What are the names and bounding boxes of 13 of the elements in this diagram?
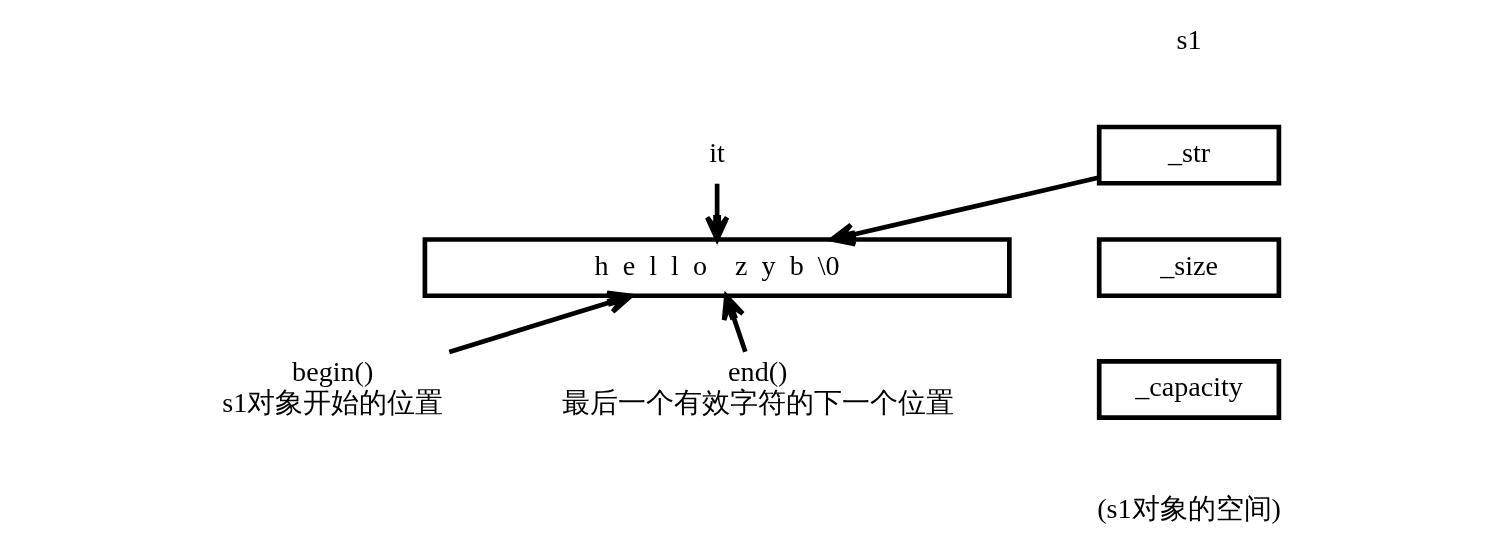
label: (s1对象的空间) — [1096, 493, 1281, 525]
arrow — [448, 290, 633, 355]
node-box: _str — [1096, 124, 1281, 186]
arrow — [704, 183, 729, 242]
arrow — [721, 293, 748, 353]
node-box: _capacity — [1096, 359, 1281, 420]
label: s1 — [1176, 24, 1202, 56]
node-box: _size — [1096, 237, 1281, 299]
arrow — [828, 175, 1100, 247]
node-text: end() 最后一个有效字符的下一个位置 — [561, 355, 954, 419]
node-text: begin() s1对象开始的位置 — [221, 355, 443, 419]
node-text: it — [708, 136, 725, 168]
node-box: h e l l o z y b \0 — [422, 237, 1012, 299]
